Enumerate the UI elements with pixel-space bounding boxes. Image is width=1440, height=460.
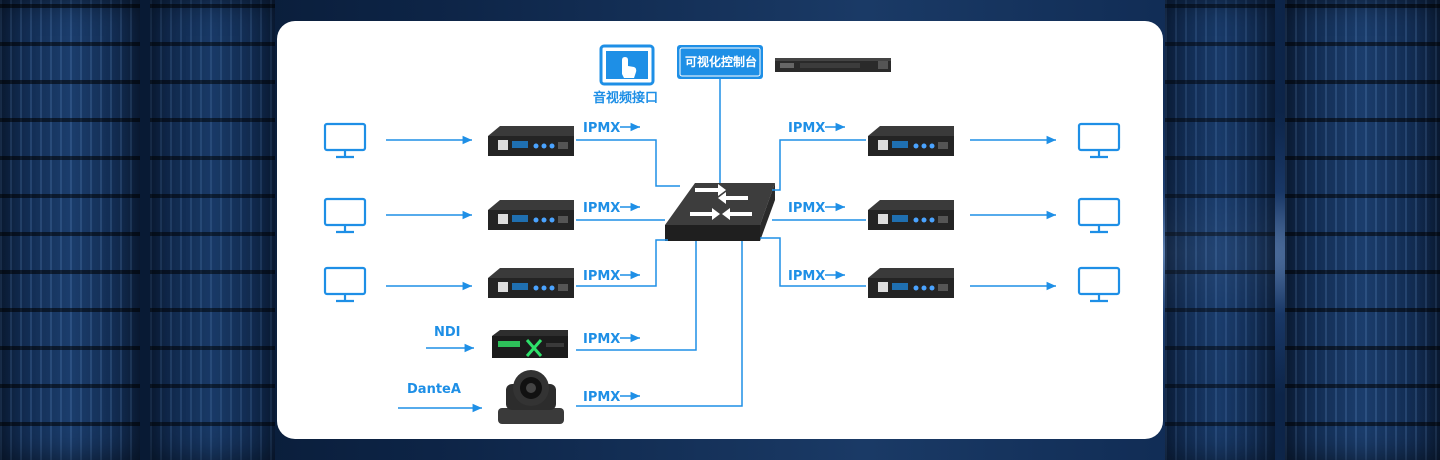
- encoder-device: [488, 268, 574, 298]
- svg-text:IPMX: IPMX: [583, 201, 620, 216]
- monitor-icon: [1077, 122, 1121, 159]
- server-rack-left-far: [150, 0, 275, 460]
- av-interface-icon: [599, 44, 655, 86]
- ptz-camera: [498, 370, 564, 424]
- ipmx-link-right-3: IPMX: [788, 269, 845, 284]
- server-rack-left-near: [0, 0, 140, 460]
- ipmx-link-left-2: IPMX: [583, 201, 640, 216]
- av-interface-label: 音视频接口: [593, 90, 658, 106]
- dante-label: DanteA: [407, 382, 461, 397]
- decoder-device: [868, 268, 954, 298]
- ipmx-link-right-1: IPMX: [788, 121, 845, 136]
- ipmx-link-left-3: IPMX: [583, 269, 640, 284]
- right-connectors: [760, 139, 866, 287]
- monitor-icon: [1077, 197, 1121, 234]
- ndi-label: NDI: [434, 325, 461, 340]
- control-console[interactable]: 可视化控制台: [677, 45, 763, 79]
- svg-text:IPMX: IPMX: [788, 121, 825, 136]
- server-rack-right-far: [1165, 0, 1275, 460]
- network-switch: [665, 183, 775, 241]
- control-console-label: 可视化控制台: [685, 54, 757, 69]
- encoder-device: [488, 126, 574, 156]
- encoder-device: [488, 200, 574, 230]
- svg-text:IPMX: IPMX: [788, 269, 825, 284]
- decoder-device: [868, 200, 954, 230]
- svg-text:IPMX: IPMX: [583, 269, 620, 284]
- rack-server-device: [775, 58, 891, 72]
- ipmx-link-left-4: IPMX: [583, 332, 640, 347]
- ipmx-link-left-1: IPMX: [583, 121, 640, 136]
- svg-text:IPMX: IPMX: [788, 201, 825, 216]
- ndi-device: [492, 330, 568, 358]
- decoder-device: [868, 126, 954, 156]
- monitor-icon: [1077, 266, 1121, 303]
- monitor-icon: [323, 266, 367, 303]
- server-rack-right-near: [1285, 0, 1440, 460]
- left-connectors: [576, 139, 743, 407]
- svg-text:IPMX: IPMX: [583, 332, 620, 347]
- svg-text:IPMX: IPMX: [583, 390, 620, 405]
- ipmx-link-left-5: IPMX: [583, 390, 640, 405]
- ipmx-link-right-2: IPMX: [788, 201, 845, 216]
- monitor-icon: [323, 197, 367, 234]
- monitor-icon: [323, 122, 367, 159]
- svg-text:IPMX: IPMX: [583, 121, 620, 136]
